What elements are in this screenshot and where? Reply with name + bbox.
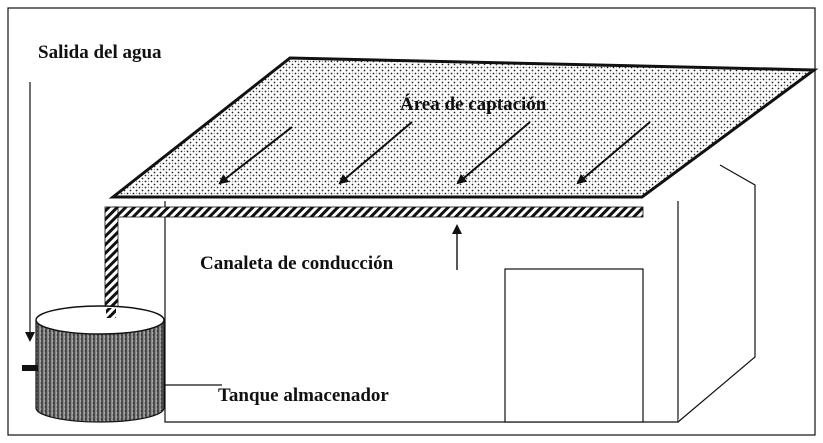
storage-tank <box>35 305 165 423</box>
runoff-arrow-3 <box>456 121 531 185</box>
runoff-arrow-1 <box>218 126 293 185</box>
door <box>504 268 644 423</box>
runoff-arrow-2 <box>338 121 413 185</box>
figure-frame <box>7 7 816 436</box>
downpipe <box>104 206 119 316</box>
label-water-outlet: Salida del agua <box>38 42 162 63</box>
label-storage-tank: Tanque almacenador <box>218 385 389 406</box>
gutter-horizontal <box>112 206 644 218</box>
label-catchment-area: Área de captación <box>400 93 547 115</box>
label-gutter: Canaleta de conducción <box>200 253 394 274</box>
house-side-wall <box>677 164 756 423</box>
roof-catchment-area <box>108 56 819 199</box>
runoff-arrow-4 <box>576 121 651 185</box>
outlet-spout <box>22 365 38 371</box>
